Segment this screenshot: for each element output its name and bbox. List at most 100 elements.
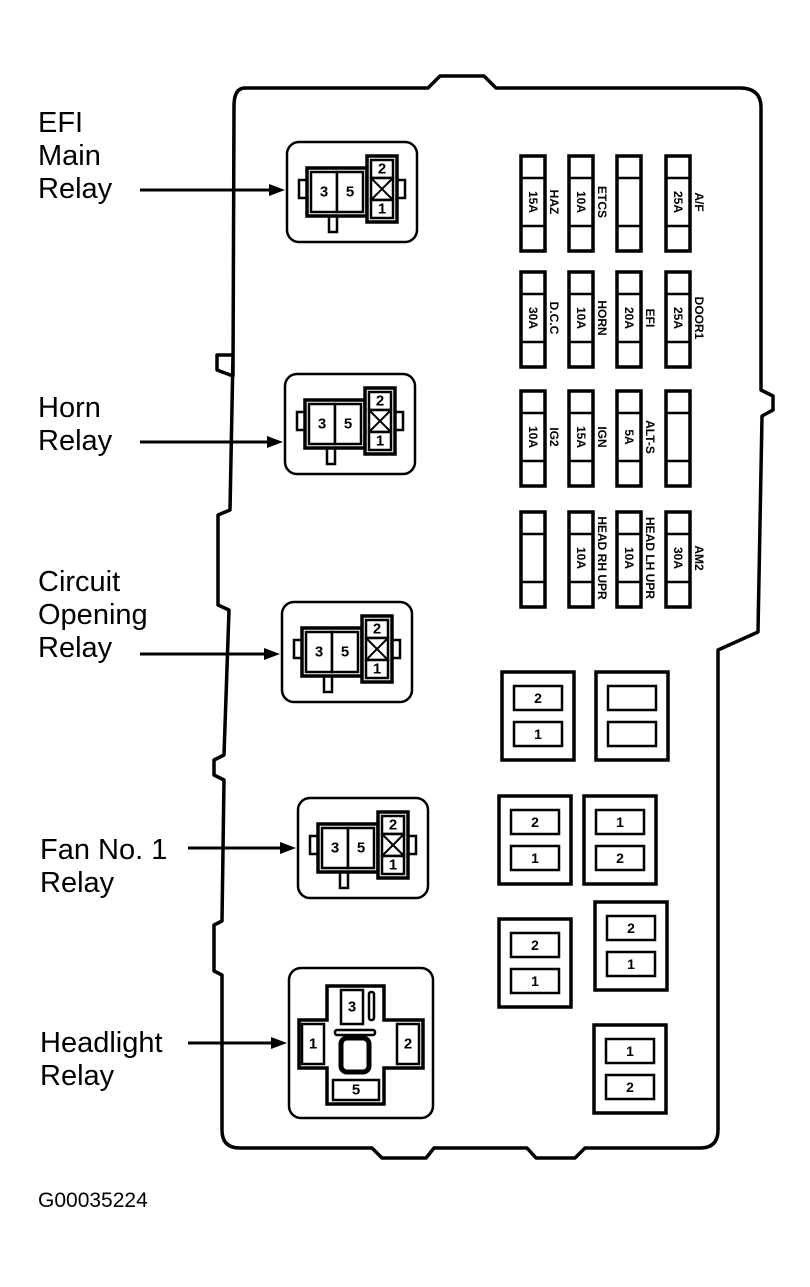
fuse-a-f: 25A A/F (664, 154, 706, 253)
terminal-label: 1 (389, 857, 397, 874)
terminal-label: 2 (373, 621, 381, 638)
fuse-name: HORN (595, 300, 609, 335)
terminal-5 (330, 630, 360, 674)
callout-line: Fan No. 1 (40, 834, 168, 866)
fuse-body (519, 270, 547, 369)
socket-pin (509, 808, 561, 836)
fuse-name: HEAD RH UPR (595, 516, 609, 600)
socket-pin (604, 1037, 656, 1065)
pin-label: 1 (627, 956, 635, 972)
callout-line: EFI (38, 107, 84, 139)
fuse-rating: 25A (671, 191, 685, 213)
terminal-1 (364, 658, 390, 680)
fuse-name: HEAD LH UPR (643, 517, 657, 599)
callout-line: Opening (38, 599, 148, 631)
cross-mark-icon (368, 409, 392, 433)
callout-line: Relay (38, 425, 113, 457)
fuse-body (615, 510, 643, 609)
two-pin-socket: 21 (500, 670, 576, 762)
pin-label: 1 (534, 726, 542, 742)
terminal-5 (335, 170, 365, 214)
pin-label: 1 (626, 1043, 634, 1059)
terminal-label: 1 (373, 661, 381, 678)
fuse-body (615, 270, 643, 369)
fuse-rating: 30A (671, 547, 685, 569)
arrow-head-icon (280, 842, 296, 854)
terminal-1 (369, 198, 395, 220)
fuse-name: ALT-S (643, 420, 657, 454)
fuse-spare (519, 510, 547, 609)
arrow-head-icon (271, 1037, 287, 1049)
arrow-head-icon (264, 648, 280, 660)
fuse-body (567, 510, 595, 609)
fuse-body (664, 270, 692, 369)
fuse-rating: 30A (526, 307, 540, 329)
terminal-slot (367, 990, 376, 1022)
relay-tab (322, 674, 334, 694)
pin-label: 2 (626, 1079, 634, 1095)
fuse-body (664, 154, 692, 253)
fuse-body (519, 510, 547, 609)
pin-label: 2 (534, 690, 542, 706)
terminal-1 (300, 1022, 326, 1066)
fuse-rating: 10A (526, 426, 540, 448)
fuse-body (664, 389, 692, 488)
callout-line: Relay (40, 1060, 115, 1092)
socket-pin (509, 967, 561, 995)
fuse-box-housing (212, 74, 775, 1160)
cross-mark-icon (381, 833, 405, 857)
center-pin (338, 1035, 372, 1075)
two-pin-socket (594, 670, 670, 762)
fuse-rating: 15A (574, 426, 588, 448)
fuse-ig2: 10A IG2 (519, 389, 561, 488)
fuse-rating: 5A (622, 429, 636, 445)
fuse-rating: 20A (622, 307, 636, 329)
socket-pin (509, 931, 561, 959)
relay-tab (338, 870, 350, 890)
arrow-head-icon (269, 184, 285, 196)
fuse-body (615, 154, 643, 253)
callout-line: Horn (38, 392, 101, 424)
pin-label: 2 (627, 920, 635, 936)
terminal-label: 5 (341, 644, 349, 661)
terminal-label: 3 (331, 840, 339, 857)
two-pin-socket: 21 (497, 917, 573, 1009)
fuse-name: HAZ (547, 190, 561, 215)
fuse-body (567, 270, 595, 369)
fuse-rating: 10A (574, 191, 588, 213)
socket-pin (605, 950, 657, 978)
socket-pin (606, 684, 658, 712)
fuse-name: IG2 (547, 427, 561, 447)
two-pin-socket: 21 (593, 900, 669, 992)
socket-pin (512, 684, 564, 712)
callout-line: Relay (40, 867, 115, 899)
callout-line: Relay (38, 632, 113, 664)
terminal-label: 5 (346, 184, 354, 201)
cross-mark-icon (365, 637, 389, 661)
socket-pin (605, 914, 657, 942)
terminal-label: 3 (348, 999, 356, 1016)
terminal-5 (333, 402, 363, 446)
two-pin-socket: 12 (582, 794, 658, 886)
fuse-name: A/F (692, 192, 706, 211)
fuse-name: AM2 (692, 545, 706, 571)
terminal-label: 5 (344, 416, 352, 433)
fuse-body (567, 389, 595, 488)
callout-line: Relay (38, 173, 113, 205)
socket-pin (594, 808, 646, 836)
